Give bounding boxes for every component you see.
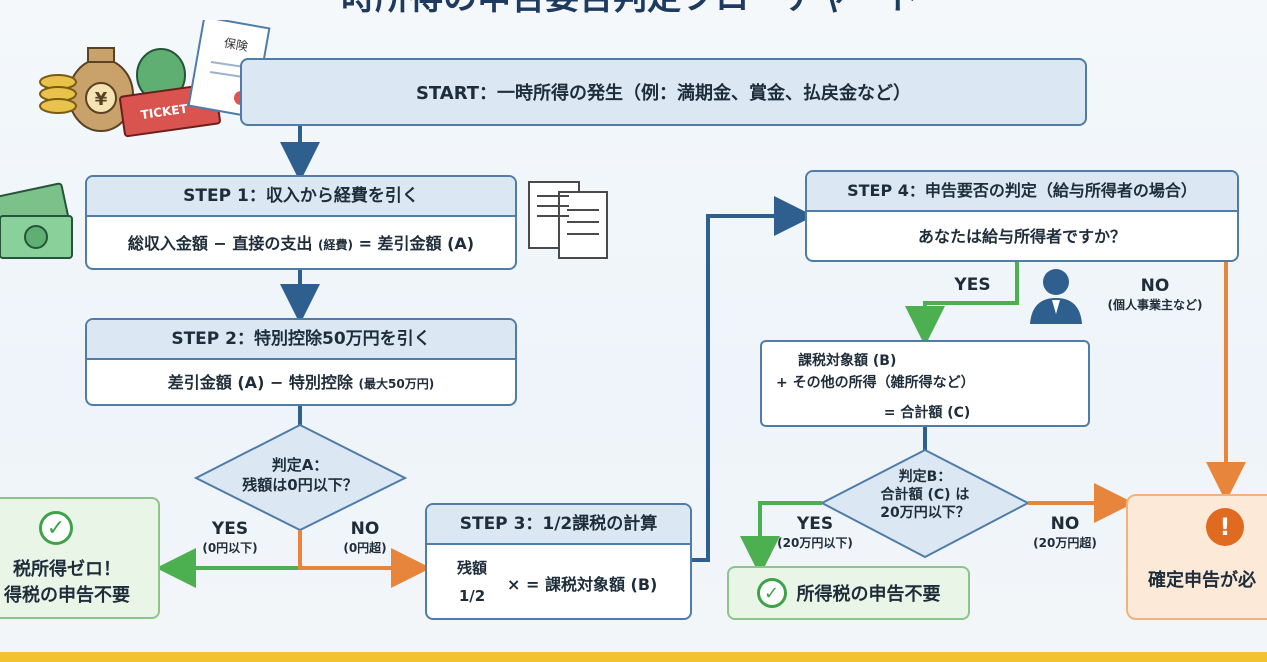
no-4-text: NO (1140, 276, 1170, 296)
step1-formula-note: (経費) (318, 238, 353, 252)
start-box: START：一時所得の発生（例：満期金、賞金、払戻金など） (240, 58, 1087, 126)
step3-denominator: 1/2 (458, 587, 486, 605)
sum-line3: = 合計額 (C) (883, 405, 971, 421)
no-b-label: NO (20万円超) (1020, 514, 1110, 551)
receipt-icon (528, 181, 608, 259)
ticket-text: TICKET (140, 102, 189, 123)
yes-a-sub: (0円以下) (202, 541, 258, 555)
arrow-yes-b (740, 501, 822, 576)
arrow-yes-4 (905, 262, 1019, 346)
decision-b-line1: 判定B： (898, 469, 952, 485)
step4-header: STEP 4：申告要否の判定（給与所得者の場合） (807, 172, 1237, 212)
zero-income-box: ✓ 税所得ゼロ！ 得税の申告不要 (0, 497, 160, 619)
sum-line1: 課税対象額 (B) (798, 353, 897, 369)
sum-line2: + その他の所得（雑所得など） (776, 375, 975, 391)
decision-a-line1: 判定A： (271, 456, 329, 474)
check-icon: ✓ (39, 511, 73, 545)
not-required-text: 所得税の申告不要 (796, 584, 941, 605)
no-a-sub: (0円超) (343, 541, 387, 555)
step1-header: STEP 1：収入から経費を引く (87, 177, 515, 217)
step2-box: STEP 2：特別控除50万円を引く 差引金額 (A) − 特別控除 (最大50… (85, 318, 517, 406)
no-b-sub: (20万円超) (1033, 536, 1097, 550)
step4-box: STEP 4：申告要否の判定（給与所得者の場合） あなたは給与所得者ですか？ (805, 170, 1239, 262)
yes-4-text: YES (954, 275, 991, 295)
decision-b-line2: 合計額 (C) は (880, 487, 970, 503)
step3-header: STEP 3：1/2課税の計算 (427, 505, 690, 545)
arrow-step3-step4 (692, 196, 814, 562)
zero-line1: 税所得ゼロ！ (13, 559, 121, 580)
yes-a-text: YES (211, 519, 249, 539)
no-a-text: NO (350, 519, 380, 539)
no-4-label: NO (個人事業主など) (1090, 276, 1220, 313)
cash-icon (0, 182, 73, 259)
decision-b-line3: 20万円以下？ (880, 505, 970, 521)
yes-b-label: YES (20万円以下) (765, 514, 865, 551)
step3-box: STEP 3：1/2課税の計算 残額 1/2 × = 課税対象額 (B) (425, 503, 692, 620)
step3-result: × = 課税対象額 (B) (507, 575, 658, 594)
yen-symbol: ¥ (95, 89, 108, 110)
not-required-box: ✓ 所得税の申告不要 (727, 566, 970, 620)
required-text: 確定申告が必 (1148, 570, 1256, 591)
yes-4-label: YES (945, 275, 1000, 295)
step2-formula-note: (最大50万円) (358, 377, 435, 391)
step1-formula-end: = 差引金額 (A) (358, 234, 475, 253)
decision-b-text: 判定B： 合計額 (C) は 20万円以下？ (845, 468, 1005, 522)
yes-b-sub: (20万円以下) (777, 536, 853, 550)
no-a-label: NO (0円超) (325, 519, 405, 556)
yes-a-label: YES (0円以下) (190, 519, 270, 556)
zero-line2: 得税の申告不要 (4, 585, 130, 606)
cert-text: 保険 (223, 36, 249, 54)
sum-box: 課税対象額 (B) + その他の所得（雑所得など） = 合計額 (C) (760, 340, 1090, 427)
step1-formula-main: 総収入金額 − 直接の支出 (127, 234, 313, 253)
no-4-sub: (個人事業主など) (1107, 298, 1203, 312)
coin-stack-icon (39, 74, 77, 114)
money-bag-icon: ¥ (68, 47, 134, 132)
required-box: ! 確定申告が必 (1126, 494, 1267, 620)
yes-b-text: YES (796, 514, 834, 534)
decision-b-diamond (819, 448, 1031, 559)
person-icon (1030, 269, 1082, 324)
arrow-no-a (298, 530, 431, 588)
start-text: START：一時所得の発生（例：満期金、賞金、払戻金など） (415, 83, 912, 104)
step2-formula-main: 差引金額 (A) − 特別控除 (167, 373, 353, 392)
warning-icon: ! (1206, 508, 1244, 546)
step2-header: STEP 2：特別控除50万円を引く (87, 320, 515, 360)
step3-numerator: 残額 (456, 559, 487, 577)
no-b-text: NO (1050, 514, 1080, 534)
bottom-banner-strip (0, 652, 1267, 662)
check-icon-b: ✓ (756, 578, 787, 608)
step4-question: あなたは給与所得者ですか？ (917, 227, 1126, 246)
decision-a-text: 判定A： 残額は0円以下？ (220, 455, 380, 495)
decision-a-line2: 残額は0円以下？ (242, 476, 358, 494)
step1-box: STEP 1：収入から経費を引く 総収入金額 − 直接の支出 (経費) = 差引… (85, 175, 517, 270)
